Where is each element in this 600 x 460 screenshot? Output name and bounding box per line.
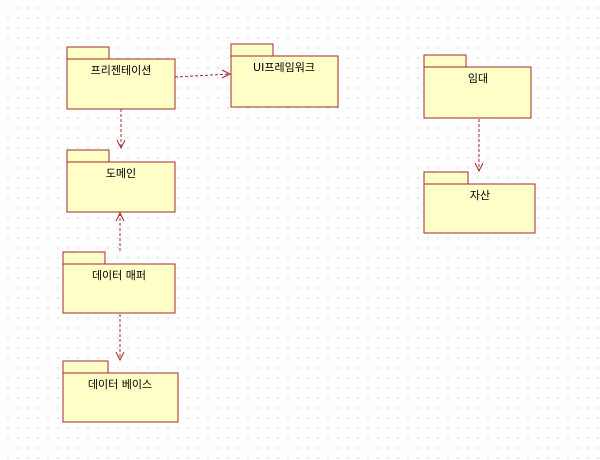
package-label: 자산 xyxy=(470,189,490,202)
package-presentation[interactable]: 프리젠테이션 xyxy=(66,46,176,110)
package-tab xyxy=(423,171,469,185)
dependency-presentation-to-ui-framework[interactable] xyxy=(174,69,232,79)
arrowhead-icon xyxy=(115,211,125,222)
arrowhead-icon xyxy=(474,162,484,173)
package-body xyxy=(66,161,176,213)
package-tab xyxy=(62,251,106,265)
package-tab xyxy=(230,43,274,57)
package-tab xyxy=(66,149,110,163)
package-domain[interactable]: 도메인 xyxy=(66,149,176,213)
dependency-presentation-to-domain[interactable] xyxy=(116,109,126,150)
package-lease[interactable]: 임대 xyxy=(423,54,532,119)
package-body xyxy=(62,372,179,423)
dependency-data-mapper-to-domain[interactable] xyxy=(115,211,125,251)
dependency-lease-to-asset[interactable] xyxy=(474,119,484,173)
package-body xyxy=(423,66,532,119)
package-body xyxy=(62,263,176,314)
package-label: 데이터 베이스 xyxy=(88,378,152,391)
package-body xyxy=(66,58,176,110)
package-database[interactable]: 데이터 베이스 xyxy=(62,360,179,423)
package-tab xyxy=(423,54,467,68)
package-body xyxy=(230,55,339,108)
package-label: UI프레임워크 xyxy=(253,61,315,74)
package-label: 도메인 xyxy=(106,167,136,180)
package-label: 프리젠테이션 xyxy=(91,64,152,77)
package-asset[interactable]: 자산 xyxy=(423,171,536,234)
package-body xyxy=(423,183,536,234)
arrowhead-icon xyxy=(116,139,126,150)
package-ui-framework[interactable]: UI프레임워크 xyxy=(230,43,339,108)
package-data-mapper[interactable]: 데이터 매퍼 xyxy=(62,251,176,314)
package-label: 임대 xyxy=(468,72,488,85)
arrowhead-icon xyxy=(115,351,125,362)
package-tab xyxy=(62,360,109,374)
package-tab xyxy=(66,46,110,60)
dependency-data-mapper-to-database[interactable] xyxy=(115,314,125,362)
package-label: 데이터 매퍼 xyxy=(92,269,146,282)
arrowhead-icon xyxy=(221,69,232,79)
